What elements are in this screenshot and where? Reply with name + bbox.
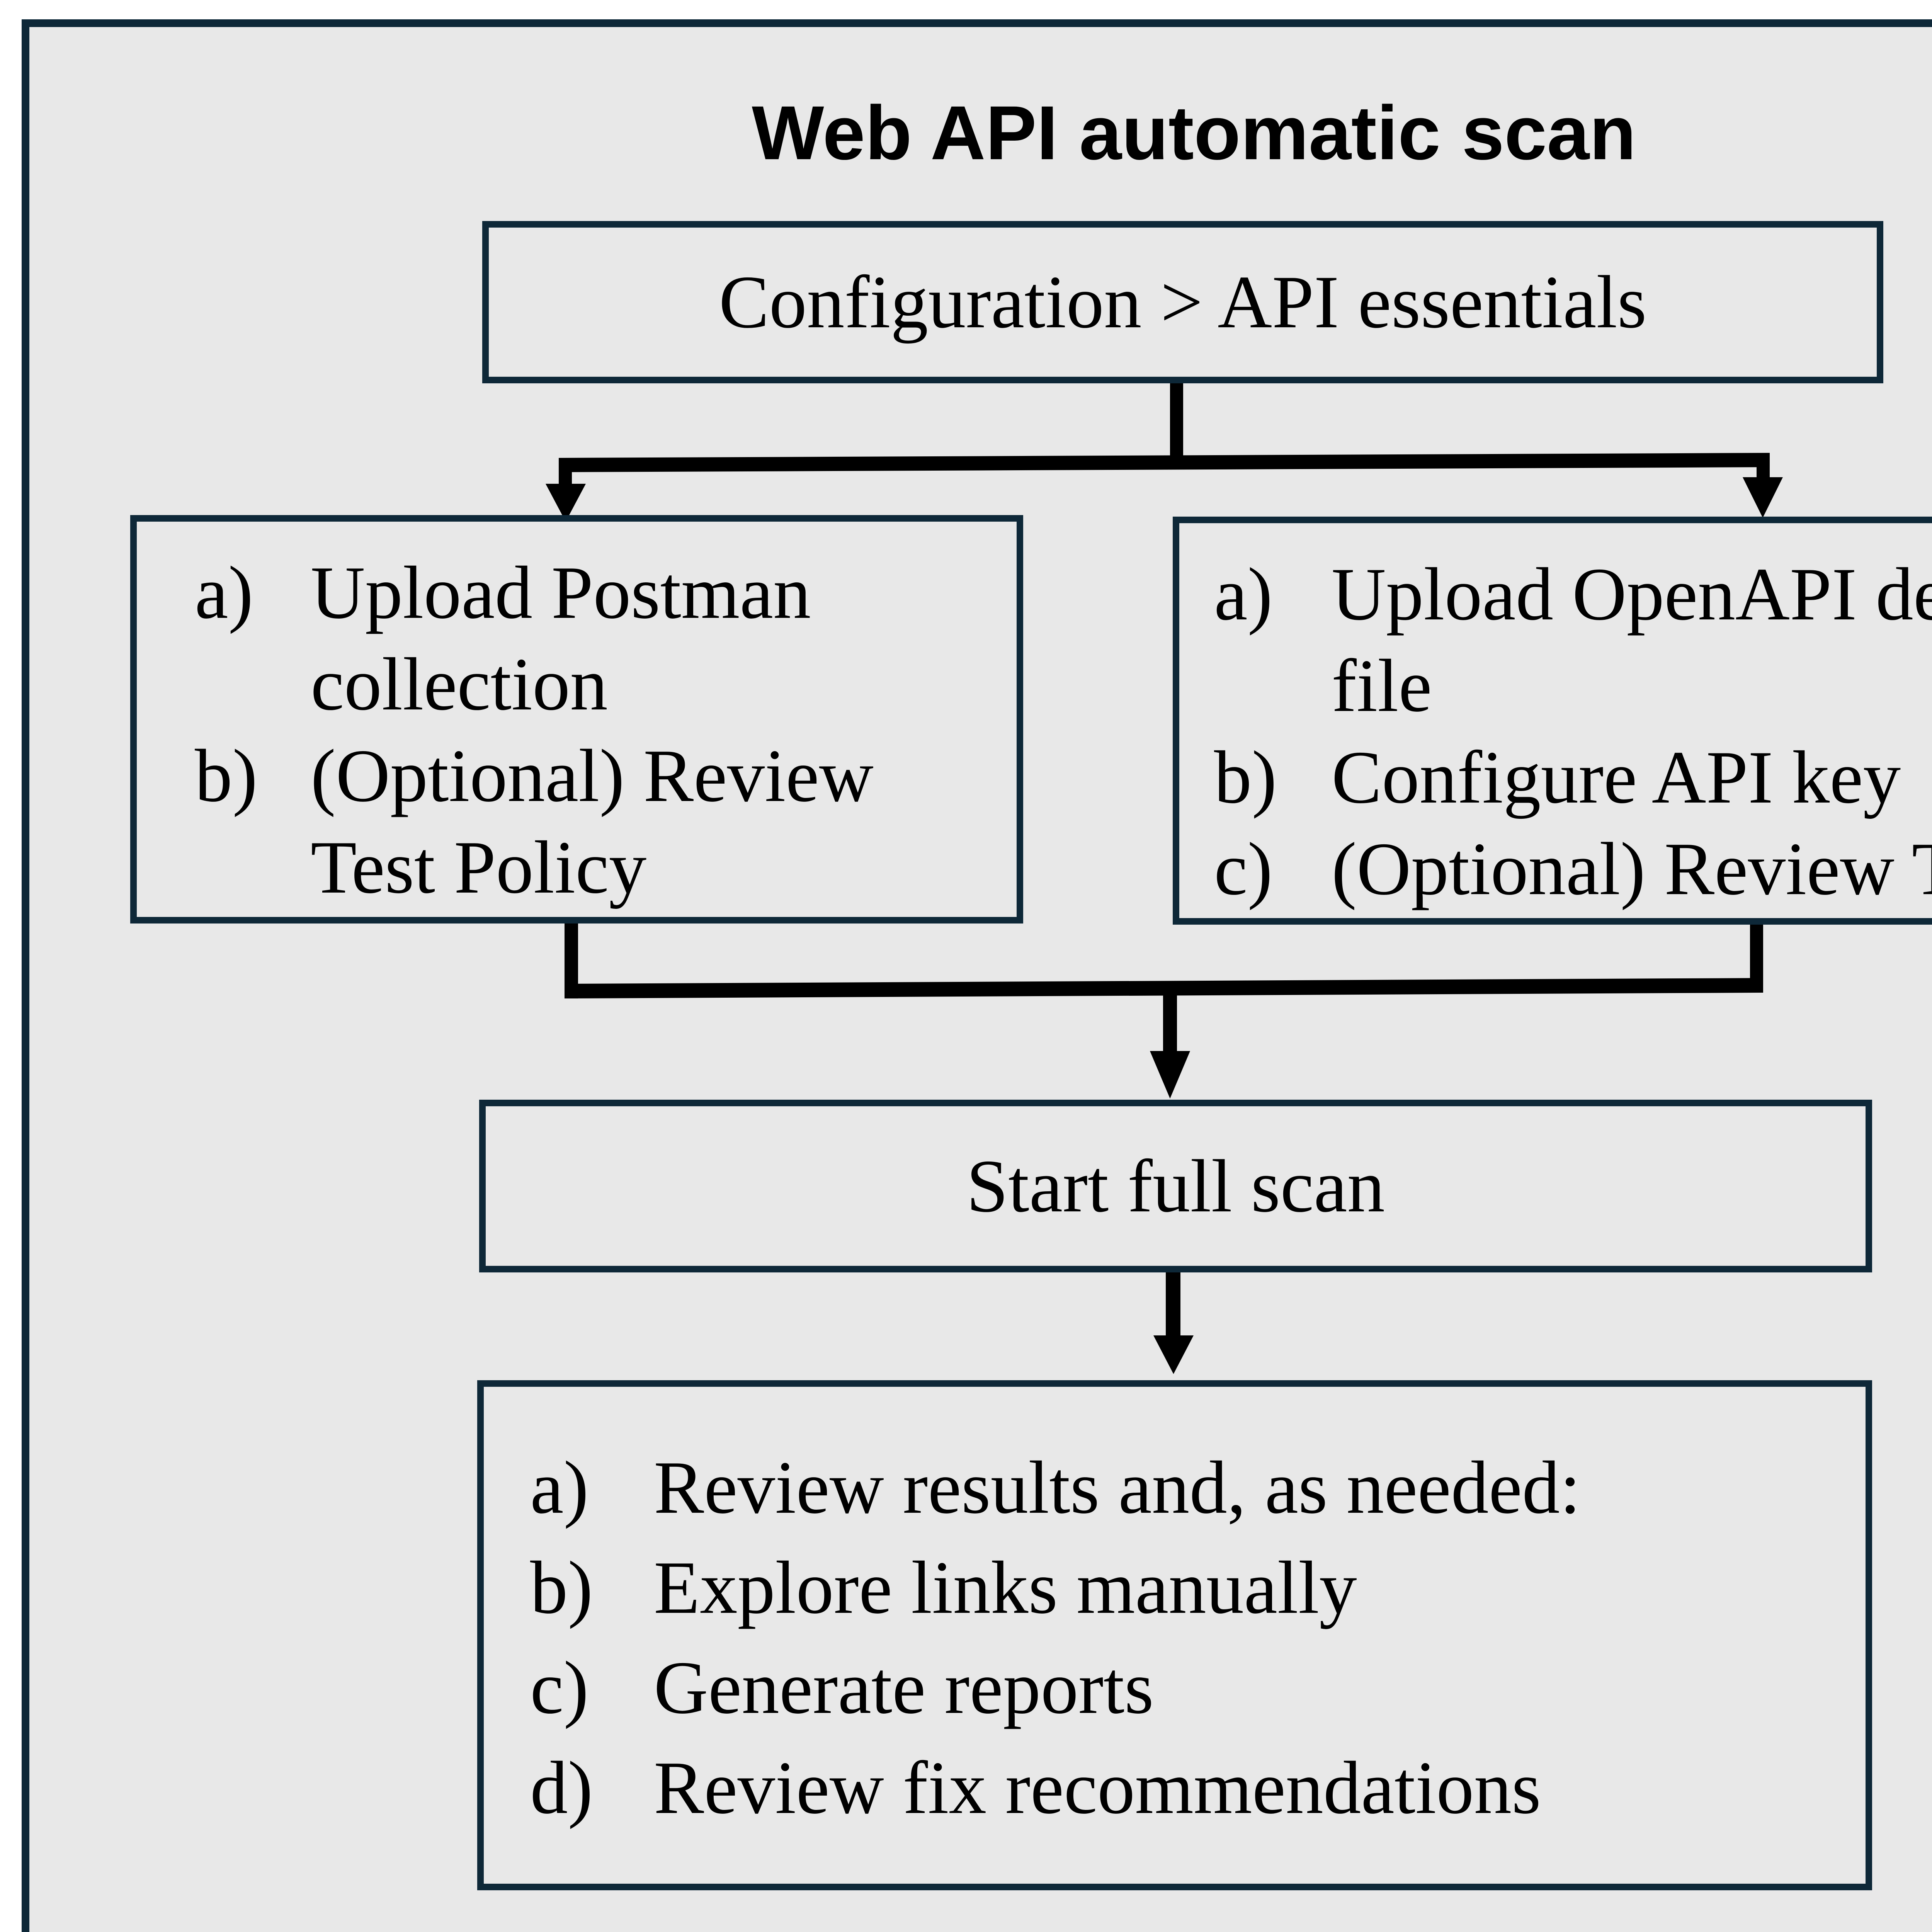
list-item: b) Configure API key	[1214, 732, 1932, 823]
list-item: d) Review fix recommendations	[530, 1738, 1850, 1838]
list-item: a) Review results and, as needed:	[530, 1438, 1850, 1538]
item-text: Configure API key	[1332, 736, 1901, 819]
diagram-title: Web API automatic scan	[752, 90, 1636, 175]
list-item: a) Upload OpenAPI description file	[1214, 549, 1932, 732]
item-marker: a)	[530, 1446, 589, 1529]
start-to-review-connector	[1153, 1271, 1194, 1374]
node-configuration-label: Configuration > API essentials	[719, 260, 1647, 344]
item-text: Explore links manually	[654, 1546, 1357, 1629]
node-review-results: a) Review results and, as needed: b) Exp…	[477, 1380, 1872, 1890]
node-openapi-description: a) Upload OpenAPI description file b) Co…	[1173, 517, 1932, 925]
list-item: a) Upload Postman collection	[195, 547, 1001, 730]
node-start-full-scan: Start full scan	[479, 1100, 1872, 1272]
item-text: Generate reports	[654, 1646, 1154, 1730]
node-postman-collection: a) Upload Postman collection b) (Optiona…	[130, 515, 1023, 923]
item-text: Review fix recommendations	[654, 1746, 1541, 1830]
merge-connector	[565, 923, 1763, 1099]
item-marker: d)	[530, 1746, 593, 1830]
arrowhead-left-icon	[546, 484, 586, 522]
item-marker: c)	[1214, 827, 1273, 911]
item-text: Review results and, as needed:	[654, 1446, 1581, 1529]
node-configuration: Configuration > API essentials	[482, 221, 1883, 383]
item-marker: b)	[1214, 736, 1277, 819]
branch-connector	[546, 381, 1783, 522]
item-text: (Optional) Review Test Policy	[311, 734, 874, 909]
item-text: Upload Postman collection	[311, 551, 811, 726]
arrowhead-exit-icon	[1153, 1335, 1194, 1374]
item-marker: b)	[530, 1546, 593, 1629]
item-text: Upload OpenAPI description file	[1332, 553, 1932, 728]
arrowhead-merge-icon	[1150, 1051, 1190, 1099]
list-item: b) (Optional) Review Test Policy	[195, 730, 1001, 913]
list-item: b) Explore links manually	[530, 1538, 1850, 1638]
node-start-label: Start full scan	[966, 1144, 1385, 1228]
list-item: c) (Optional) Review Test Policy	[1214, 823, 1932, 915]
item-marker: b)	[195, 734, 258, 818]
postman-steps-list: a) Upload Postman collection b) (Optiona…	[137, 522, 1017, 917]
item-text: (Optional) Review Test Policy	[1332, 827, 1932, 911]
openapi-steps-list: a) Upload OpenAPI description file b) Co…	[1179, 523, 1932, 918]
arrowhead-right-icon	[1743, 477, 1783, 518]
list-item: c) Generate reports	[530, 1638, 1850, 1738]
review-steps-list: a) Review results and, as needed: b) Exp…	[484, 1387, 1866, 1884]
item-marker: c)	[530, 1646, 589, 1730]
item-marker: a)	[1214, 553, 1273, 636]
item-marker: a)	[195, 551, 253, 634]
